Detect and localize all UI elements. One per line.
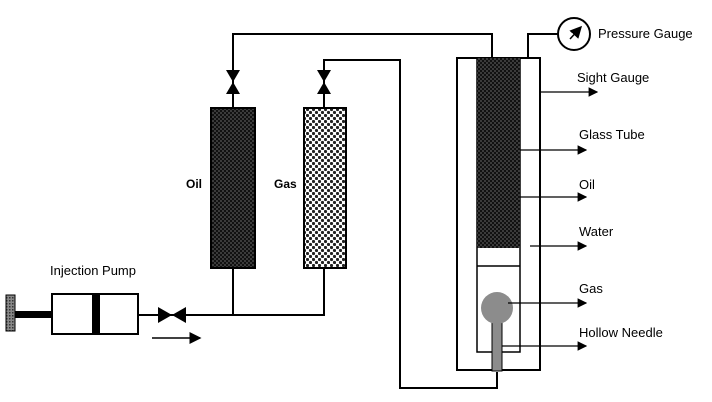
pipe-pump-outlet — [138, 268, 325, 316]
valve-icon — [158, 307, 186, 323]
oil-cylinder — [210, 107, 256, 269]
label-gas-right: Gas — [579, 281, 603, 296]
sight-gauge-assembly — [456, 57, 541, 372]
pipe-gas-loop — [323, 59, 498, 389]
label-oil-right: Oil — [579, 177, 595, 192]
pipe-oil-top — [232, 33, 493, 108]
pump-handle — [5, 294, 16, 332]
label-glass-tube: Glass Tube — [579, 127, 645, 142]
valve-icon — [226, 70, 240, 94]
label-pressure-gauge: Pressure Gauge — [598, 26, 693, 41]
oil-column — [477, 58, 520, 248]
pump-piston — [92, 294, 100, 334]
label-hollow-needle: Hollow Needle — [579, 325, 663, 340]
leader-arrows — [502, 87, 599, 351]
label-gas-cylinder: Gas — [274, 177, 297, 191]
injection-pump — [5, 293, 139, 335]
label-sight-gauge: Sight Gauge — [577, 70, 649, 85]
pipe-gauge — [527, 33, 558, 58]
pressure-gauge-icon — [557, 17, 591, 51]
valve-icon — [317, 70, 331, 94]
label-injection-pump: Injection Pump — [50, 263, 136, 278]
gas-cylinder — [303, 107, 347, 269]
label-oil-cylinder: Oil — [186, 177, 202, 191]
gas-bubble — [481, 292, 513, 324]
label-water: Water — [579, 224, 614, 239]
